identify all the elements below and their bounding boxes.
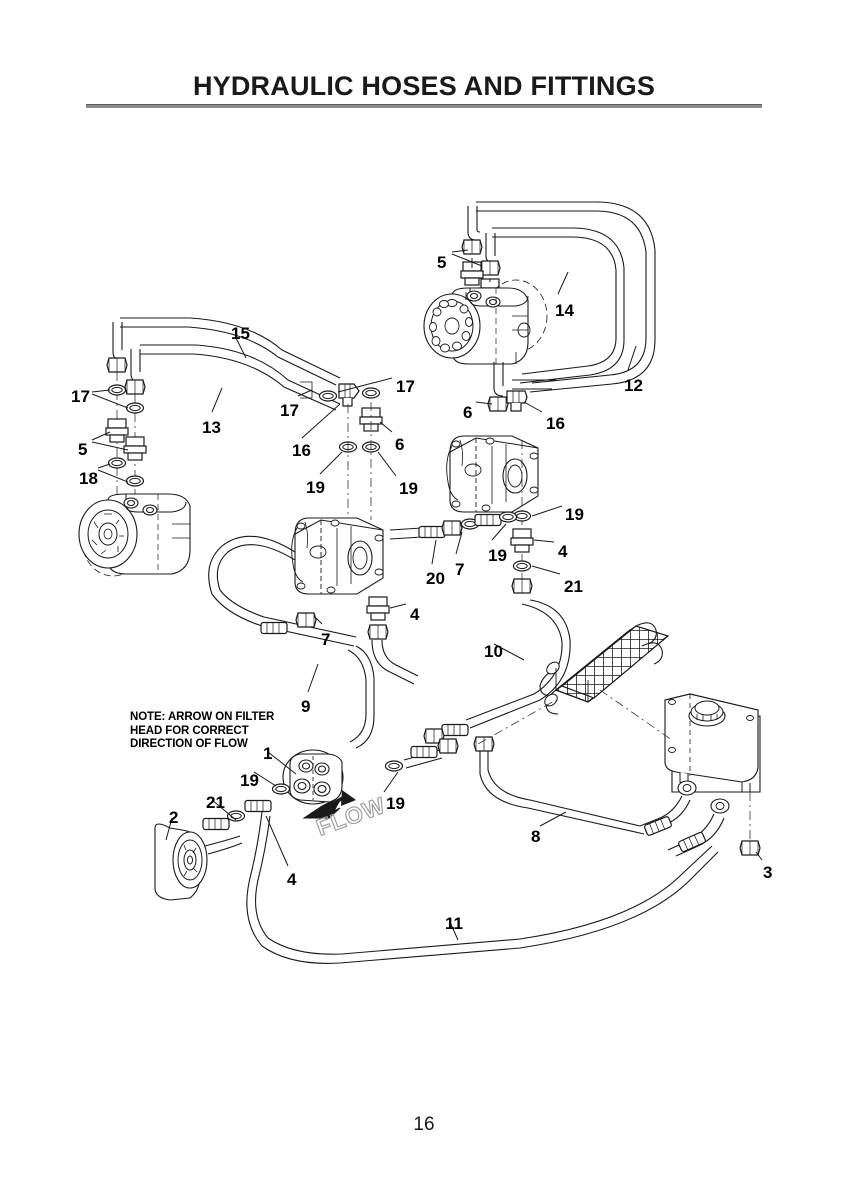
callout-6: 6 [463, 403, 473, 422]
callout-21: 21 [564, 577, 583, 596]
fitting-group-left-top [106, 322, 146, 395]
callout-11: 11 [445, 914, 463, 933]
callout-2: 2 [169, 808, 179, 827]
callout-19: 19 [306, 478, 325, 497]
parts-stack-pump-right [510, 440, 534, 594]
callout-4: 4 [287, 870, 297, 889]
hydraulic-motor-left [78, 493, 191, 577]
callout-17: 17 [280, 401, 299, 420]
title-divider [86, 104, 762, 108]
fitting-filterhead-right [384, 738, 459, 772]
hydraulic-pump-center-left [291, 517, 384, 595]
callout-6: 6 [395, 435, 405, 454]
callout-4: 4 [558, 542, 568, 561]
callout-7: 7 [455, 560, 465, 579]
hose-13 [140, 344, 341, 411]
page-number: 16 [413, 1114, 435, 1135]
exploded-axis-cooler-2 [477, 699, 557, 745]
hose-10 [465, 599, 571, 729]
filter-flow-note: NOTE: ARROW ON FILTER HEAD FOR CORRECT D… [130, 711, 274, 752]
fitting-6-16-right [487, 390, 528, 412]
callout-14: 14 [555, 301, 574, 320]
callout-4: 4 [410, 605, 420, 624]
reservoir-outlet-fittings [639, 780, 730, 857]
note-line-3: DIRECTION OF FLOW [130, 738, 248, 750]
page-title: HYDRAULIC HOSES AND FITTINGS [192, 71, 656, 101]
callout-12: 12 [624, 376, 643, 395]
hose-9 [208, 535, 357, 647]
hydraulic-motor-upper-right [423, 279, 548, 365]
callout-19: 19 [240, 771, 259, 790]
hydraulic-reservoir-tank [664, 693, 761, 856]
oil-filter-canister [154, 823, 208, 901]
callout-21: 21 [206, 793, 225, 812]
callout-17: 17 [71, 387, 90, 406]
filter-head [282, 749, 344, 805]
callout-5: 5 [78, 440, 88, 459]
leader-lines [91, 249, 763, 941]
hose-12 [476, 201, 656, 393]
callout-17: 17 [396, 377, 415, 396]
parts-stack-left [105, 384, 147, 487]
note-line-1: NOTE: ARROW ON FILTER [130, 711, 275, 723]
hose-filter-to-pump [347, 645, 375, 749]
hose-11 [246, 811, 719, 964]
oil-cooler [539, 622, 670, 715]
fitting-4-center-left [366, 596, 419, 685]
page-header: HYDRAULIC HOSES AND FITTINGS [0, 70, 848, 102]
note-line-2: HEAD FOR CORRECT [130, 724, 249, 737]
callout-18: 18 [79, 469, 98, 488]
callout-16: 16 [292, 441, 311, 460]
hose-8-fitting [473, 736, 495, 752]
hydraulic-pump-center-right [446, 435, 539, 513]
hose-motor-outlet-right [493, 362, 556, 397]
fittings-20-7 [418, 511, 518, 539]
callout-9: 9 [301, 697, 311, 716]
callout-5: 5 [437, 253, 447, 272]
callout-8: 8 [531, 827, 541, 846]
callout-1: 1 [263, 744, 273, 763]
hose-15 [120, 317, 341, 386]
callout-10: 10 [484, 642, 503, 661]
callout-3: 3 [763, 863, 773, 882]
callout-16: 16 [546, 414, 565, 433]
callout-19: 19 [488, 546, 507, 565]
fitting-7-left [260, 612, 317, 635]
hose-8 [479, 748, 645, 835]
callout-19: 19 [386, 794, 405, 813]
hose-14 [492, 227, 625, 384]
hose-filter-outlet [204, 835, 243, 855]
callout-13: 13 [202, 418, 221, 437]
callout-20: 20 [426, 569, 445, 588]
callout-7: 7 [321, 630, 331, 649]
hose-9-link [389, 527, 423, 540]
callout-19: 19 [399, 479, 418, 498]
fitting-group-upper-right [460, 206, 502, 303]
fitting-group-center-17-16 [300, 381, 383, 520]
flow-arrow-icon [302, 790, 356, 819]
callout-19: 19 [565, 505, 584, 524]
exploded-axis-cooler [599, 689, 673, 741]
callout-15: 15 [231, 324, 250, 343]
